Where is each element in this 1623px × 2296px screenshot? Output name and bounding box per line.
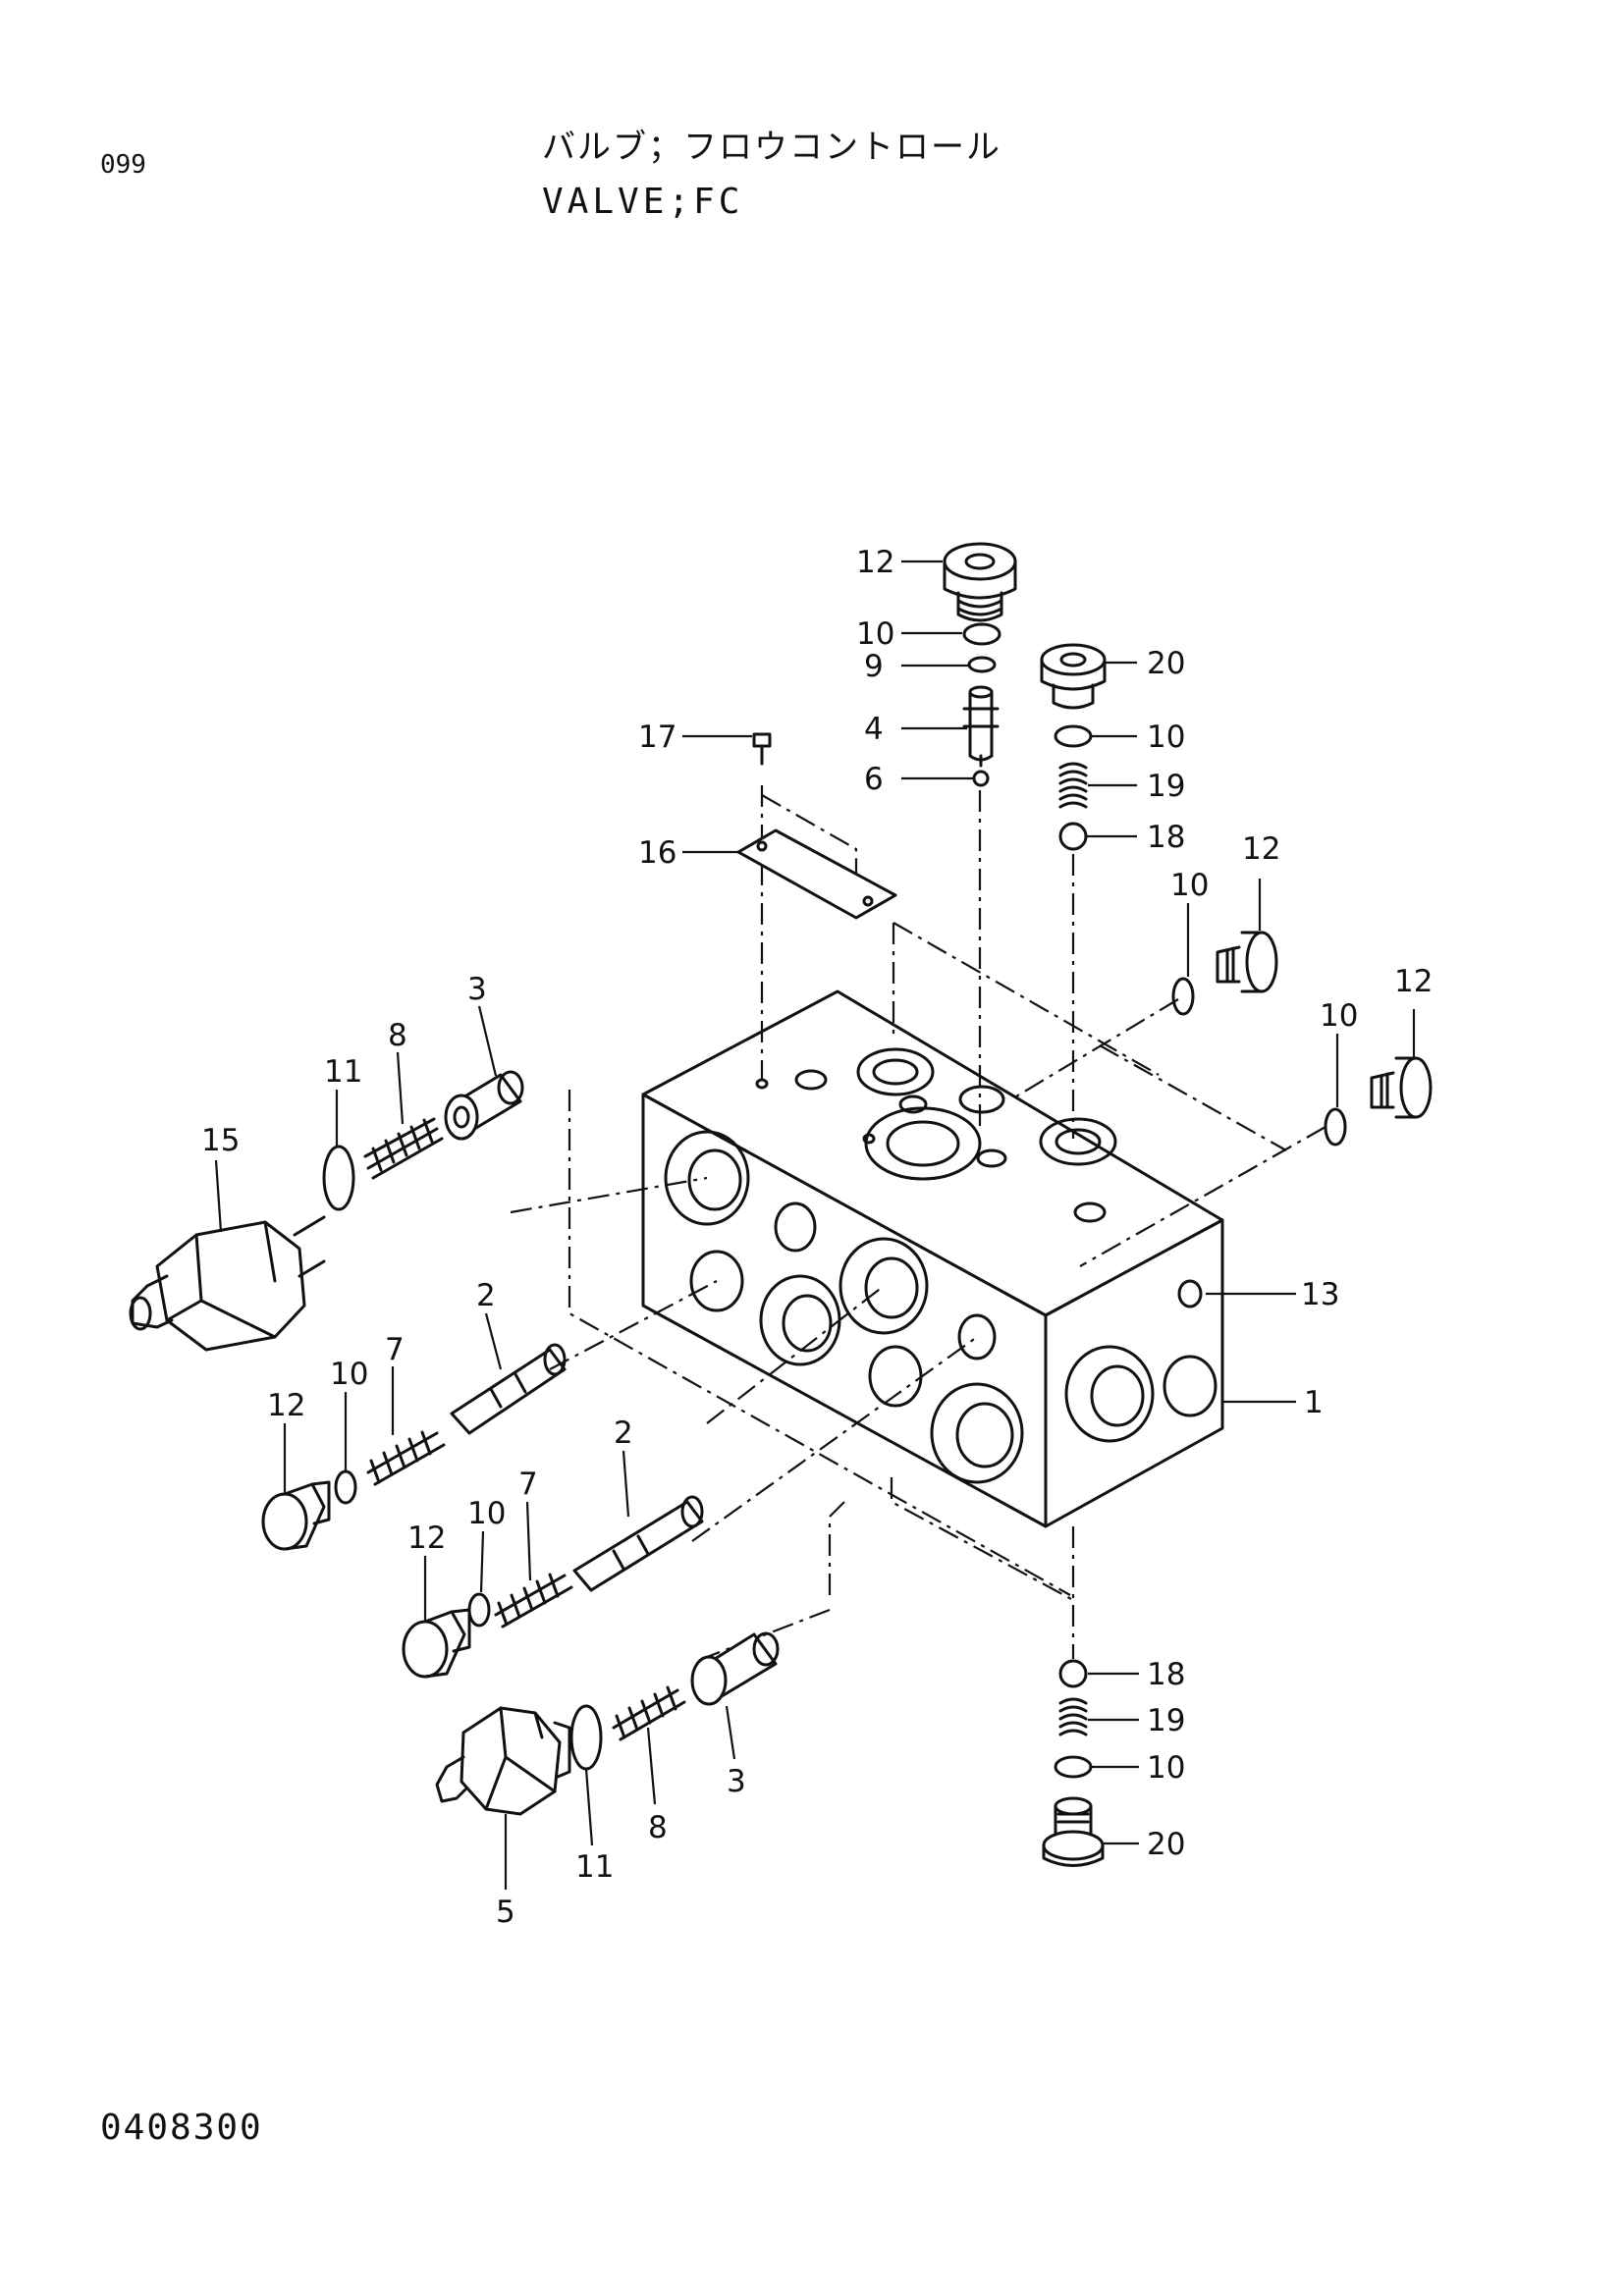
- callout-9: 9: [864, 649, 884, 684]
- callout-18: 18: [1147, 1657, 1185, 1692]
- callout-10: 10: [330, 1357, 368, 1392]
- part-12-plug-top: [943, 542, 1017, 622]
- callout-10: 10: [1147, 720, 1185, 755]
- callout-10: 10: [1320, 998, 1358, 1034]
- callout-10: 10: [1147, 1750, 1185, 1786]
- part-15-plug-hex-upper: [129, 1215, 326, 1352]
- part-12-plug-right-upper: [1216, 931, 1278, 993]
- callout-10: 10: [1170, 868, 1209, 903]
- part-3-spool-lower: [690, 1631, 780, 1706]
- part-8-spring-upper: [363, 1117, 444, 1180]
- part-7-spring-upper: [366, 1430, 446, 1486]
- callout-3: 3: [467, 972, 487, 1007]
- callout-12: 12: [856, 545, 894, 580]
- part-10-oring-middle-lower: [467, 1592, 491, 1628]
- callout-2: 2: [614, 1415, 633, 1451]
- callout-20: 20: [1147, 646, 1185, 681]
- callout-numbers: 12 10 9 4 6 20 10 19 18 17 16 12 10 12 1…: [201, 545, 1433, 1930]
- callout-2: 2: [476, 1278, 496, 1313]
- page-number: 099: [100, 150, 146, 180]
- callout-4: 4: [864, 712, 884, 747]
- part-17-screw: [752, 732, 772, 766]
- part-11-oring-upper: [322, 1145, 355, 1211]
- document-code: 0408300: [100, 2108, 263, 2148]
- callout-18: 18: [1147, 820, 1185, 855]
- callout-1: 1: [1304, 1385, 1324, 1420]
- callout-11: 11: [575, 1849, 614, 1885]
- part-19-spring-bottom: [1058, 1697, 1088, 1736]
- callout-7: 7: [518, 1467, 538, 1502]
- part-20-plug-top: [1040, 643, 1107, 710]
- callout-12: 12: [267, 1388, 305, 1423]
- callout-19: 19: [1147, 1703, 1185, 1738]
- part-9-oring: [967, 656, 997, 673]
- part-6-ball: [972, 770, 990, 787]
- part-20-plug-bottom: [1042, 1796, 1105, 1867]
- callout-6: 6: [864, 762, 884, 797]
- part-10-oring-right-lower: [1324, 1107, 1347, 1147]
- callout-8: 8: [388, 1018, 407, 1053]
- part-4-poppet: [962, 685, 1000, 768]
- callout-11: 11: [324, 1054, 362, 1090]
- part-16-plate: [736, 828, 897, 920]
- part-10-oring-middle-upper: [334, 1469, 357, 1505]
- title-english: VALVE;FC: [542, 182, 744, 222]
- callout-12: 12: [1394, 964, 1433, 999]
- callout-10: 10: [856, 616, 894, 652]
- callout-7: 7: [385, 1332, 405, 1367]
- callout-20: 20: [1147, 1827, 1185, 1862]
- callout-19: 19: [1147, 769, 1185, 804]
- callout-15: 15: [201, 1123, 240, 1158]
- part-2-spool-upper: [450, 1343, 567, 1435]
- part-3-spool-upper: [444, 1070, 524, 1141]
- part-12-plug-middle-upper: [261, 1480, 331, 1551]
- part-5-plug-hex-lower: [435, 1706, 571, 1816]
- part-10-oring-bottom: [1054, 1755, 1093, 1779]
- callout-5: 5: [496, 1895, 515, 1930]
- callout-10: 10: [467, 1496, 506, 1531]
- callout-17: 17: [638, 720, 676, 755]
- part-10-oring-top: [962, 622, 1001, 646]
- part-7-spring-lower: [494, 1573, 573, 1629]
- title-japanese: バルブ；フロウコントロール: [542, 128, 1001, 167]
- callout-3: 3: [727, 1764, 746, 1799]
- callout-12: 12: [1242, 831, 1280, 867]
- part-12-plug-right-lower: [1370, 1056, 1433, 1119]
- callout-16: 16: [638, 835, 676, 871]
- part-19-spring-top: [1058, 762, 1088, 809]
- part-11-oring-lower: [569, 1704, 603, 1771]
- leader-lines: [214, 560, 1416, 1890]
- part-10-oring-right-upper: [1171, 977, 1195, 1016]
- callout-12: 12: [407, 1521, 446, 1556]
- part-18-ball-top: [1058, 822, 1088, 851]
- part-18-ball-bottom: [1058, 1659, 1088, 1688]
- part-8-spring-lower: [612, 1685, 686, 1741]
- part-10-oring-top-right: [1054, 724, 1093, 748]
- part-2-spool-lower: [572, 1495, 704, 1592]
- callout-8: 8: [648, 1810, 668, 1845]
- valve-body: [641, 989, 1224, 1528]
- part-12-plug-middle-lower: [402, 1608, 471, 1679]
- callout-13: 13: [1301, 1277, 1339, 1312]
